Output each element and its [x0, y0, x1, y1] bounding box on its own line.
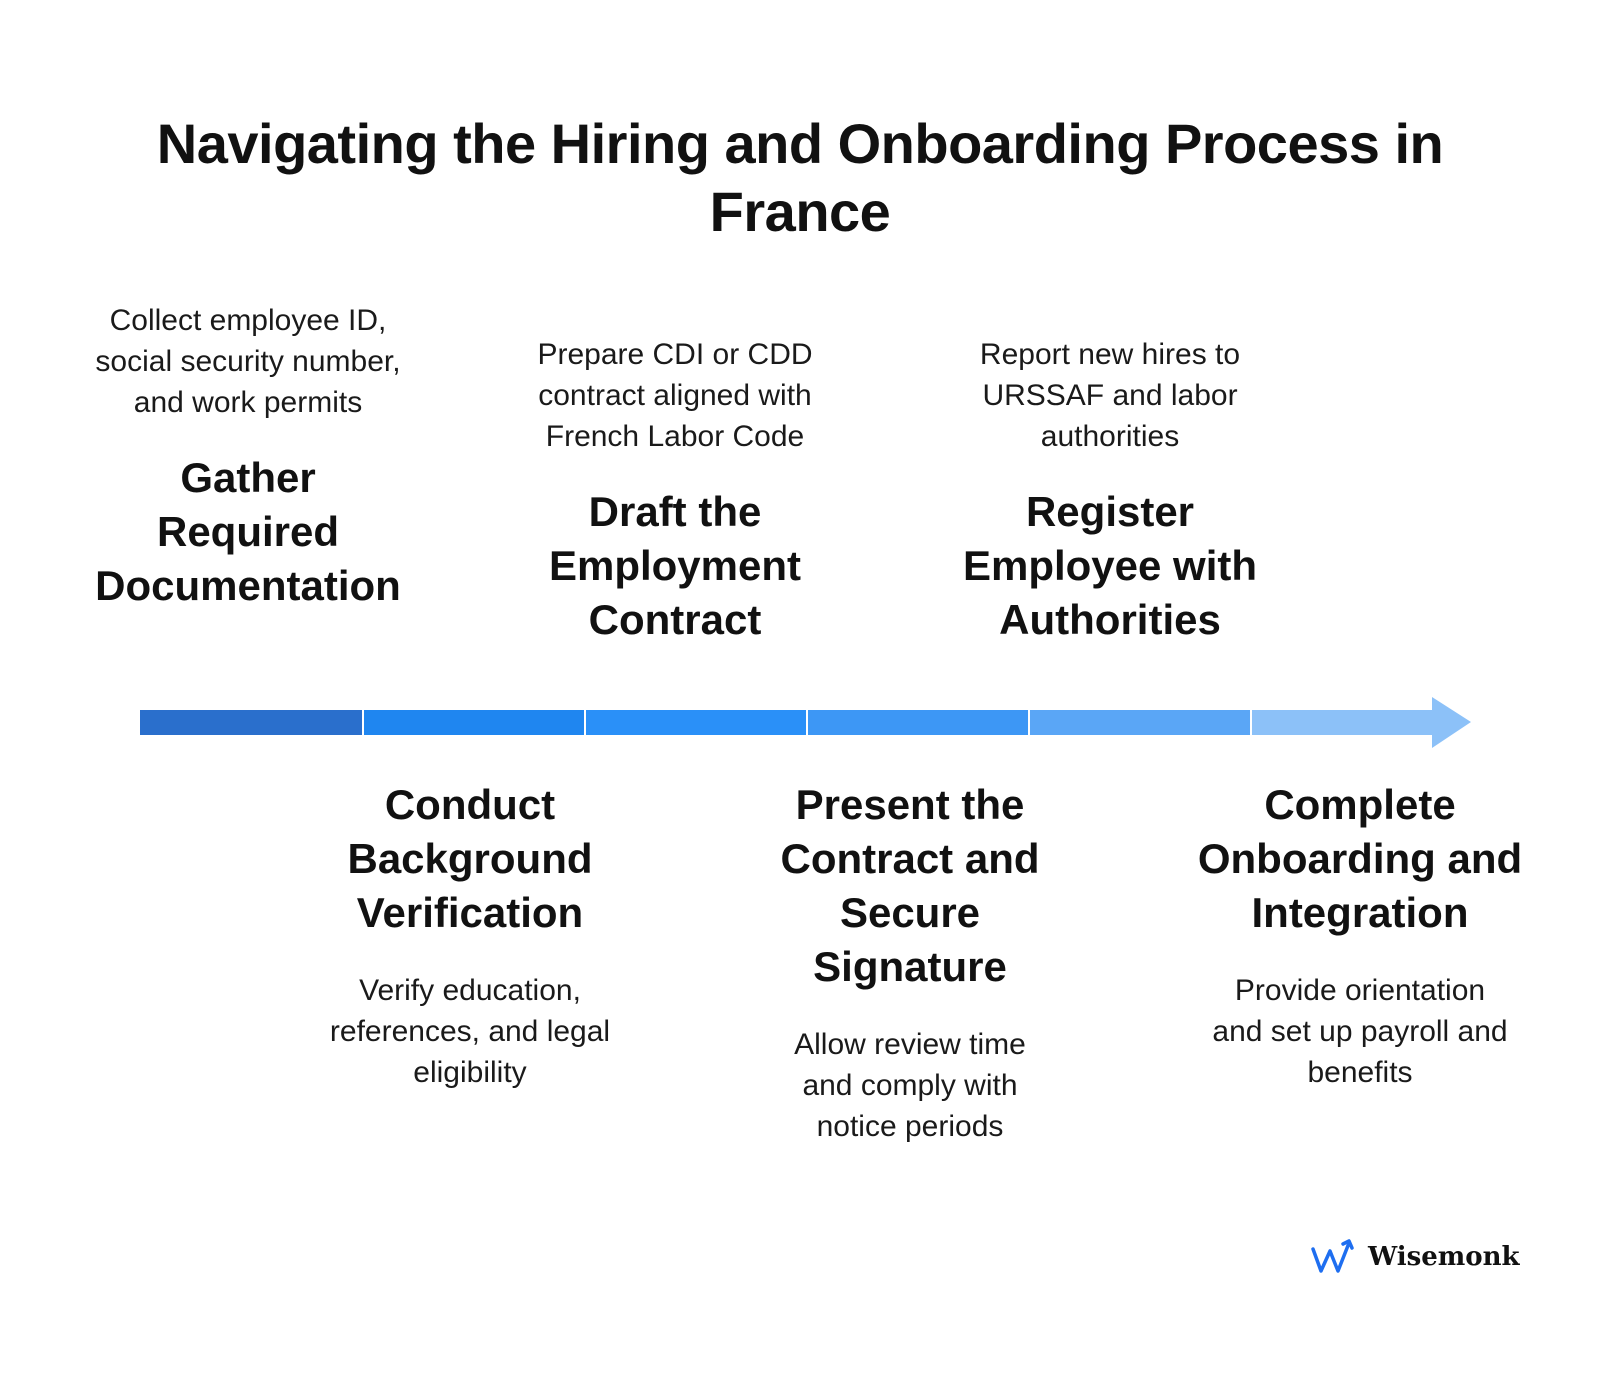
step-present-contract: Present the Contract and Secure Signatur…: [745, 778, 1075, 1147]
wisemonk-logo-icon: [1311, 1239, 1354, 1273]
step-description: Report new hires to URSSAF and labor aut…: [979, 338, 1241, 453]
step-title: Gather Required Documentation: [95, 454, 401, 609]
step-draft-contract: Prepare CDI or CDD contract aligned with…: [510, 334, 840, 647]
step-gather-documentation: Collect employee ID, social security num…: [78, 300, 418, 613]
step-title: Conduct Background Verification: [347, 781, 593, 936]
timeline-segment: [364, 710, 584, 735]
step-title: Complete Onboarding and Integration: [1197, 781, 1523, 936]
page-title: Navigating the Hiring and Onboarding Pro…: [156, 112, 1444, 243]
step-complete-onboarding: Complete Onboarding and Integration Prov…: [1190, 778, 1530, 1093]
timeline-segment: [1030, 710, 1250, 735]
step-title: Present the Contract and Secure Signatur…: [780, 781, 1040, 990]
brand-logo: Wisemonk: [1310, 1236, 1520, 1278]
step-description: Provide orientation and set up payroll a…: [1212, 974, 1508, 1089]
step-description: Verify education, references, and legal …: [329, 974, 611, 1089]
step-background-verification: Conduct Background Verification Verify e…: [300, 778, 640, 1093]
timeline-segment: [808, 710, 1028, 735]
step-description: Prepare CDI or CDD contract aligned with…: [537, 338, 813, 453]
timeline-segment: [586, 710, 806, 735]
timeline-arrowhead: [1252, 697, 1471, 748]
step-title: Register Employee with Authorities: [962, 488, 1258, 643]
step-description: Collect employee ID, social security num…: [95, 304, 401, 419]
step-title: Draft the Employment Contract: [548, 488, 802, 643]
timeline-segment: [140, 710, 362, 735]
step-register-employee: Report new hires to URSSAF and labor aut…: [950, 334, 1270, 647]
step-description: Allow review time and comply with notice…: [794, 1028, 1026, 1143]
brand-name: Wisemonk: [1368, 1242, 1520, 1272]
